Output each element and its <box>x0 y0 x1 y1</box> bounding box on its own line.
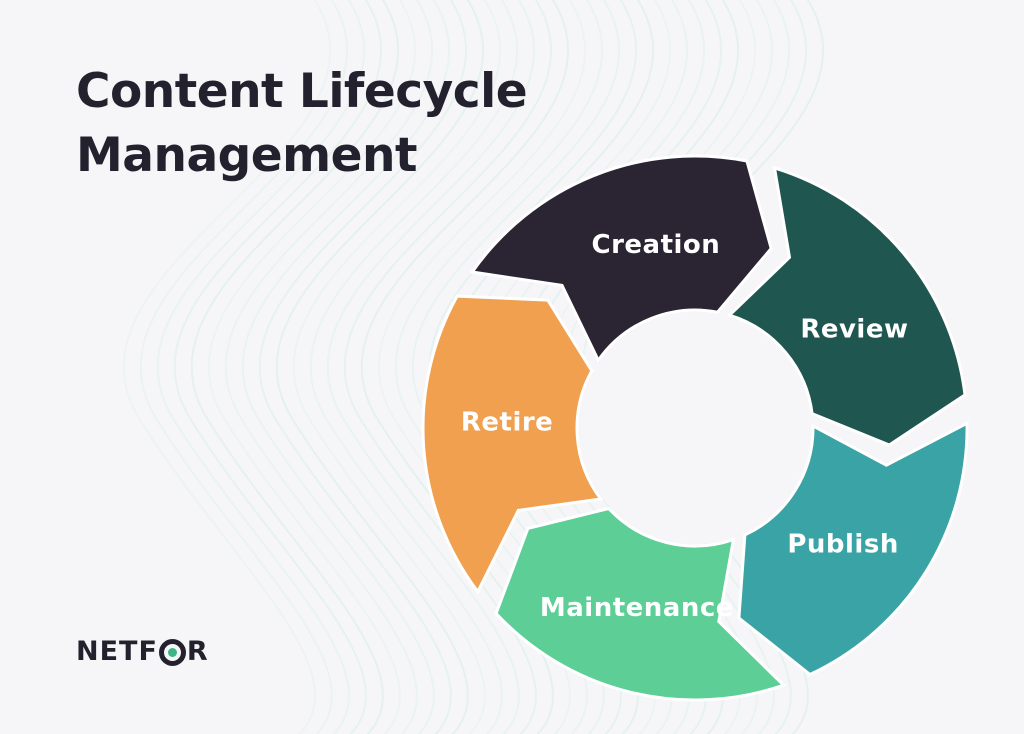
page-title: Content Lifecycle Management <box>76 60 528 188</box>
cycle-segment-maintenance <box>494 506 787 702</box>
background-wave-line <box>258 0 467 734</box>
background-wave-line <box>275 0 484 734</box>
cycle-label-maintenance: Maintenance <box>540 593 734 623</box>
background-wave-line <box>207 0 416 734</box>
cycle-segment-publish <box>737 420 969 677</box>
cycle-label-publish: Publish <box>787 530 899 560</box>
cycle-label-retire: Retire <box>461 407 553 437</box>
background-wave-line <box>343 0 552 734</box>
cycle-label-creation: Creation <box>592 230 721 260</box>
background-wave-line <box>156 0 365 734</box>
background-wave-line <box>224 0 433 734</box>
cycle-segment-creation <box>469 154 773 364</box>
cycle-label-review: Review <box>800 314 908 344</box>
background-wave-line <box>173 0 382 734</box>
logo-o-ring-icon <box>158 638 186 666</box>
background-wave-line <box>292 0 501 734</box>
logo-text-end: R <box>186 636 209 667</box>
cycle-segment-retire <box>421 294 604 595</box>
background-wave-line <box>241 0 450 734</box>
background-wave-line <box>326 0 535 734</box>
title-line-2: Management <box>76 128 417 183</box>
netfor-logo: NETF R <box>76 636 209 668</box>
title-line-1: Content Lifecycle <box>76 64 528 119</box>
background-wave-line <box>360 0 569 734</box>
background-wave-line <box>377 0 586 734</box>
cycle-segment-review <box>726 165 967 447</box>
cycle-center-hole <box>579 312 811 544</box>
background-wave-line <box>309 0 518 734</box>
background-wave-line <box>190 0 399 734</box>
background-wave-line <box>122 0 331 734</box>
background-wave-line <box>139 0 348 734</box>
logo-text-start: NETF <box>76 636 158 667</box>
